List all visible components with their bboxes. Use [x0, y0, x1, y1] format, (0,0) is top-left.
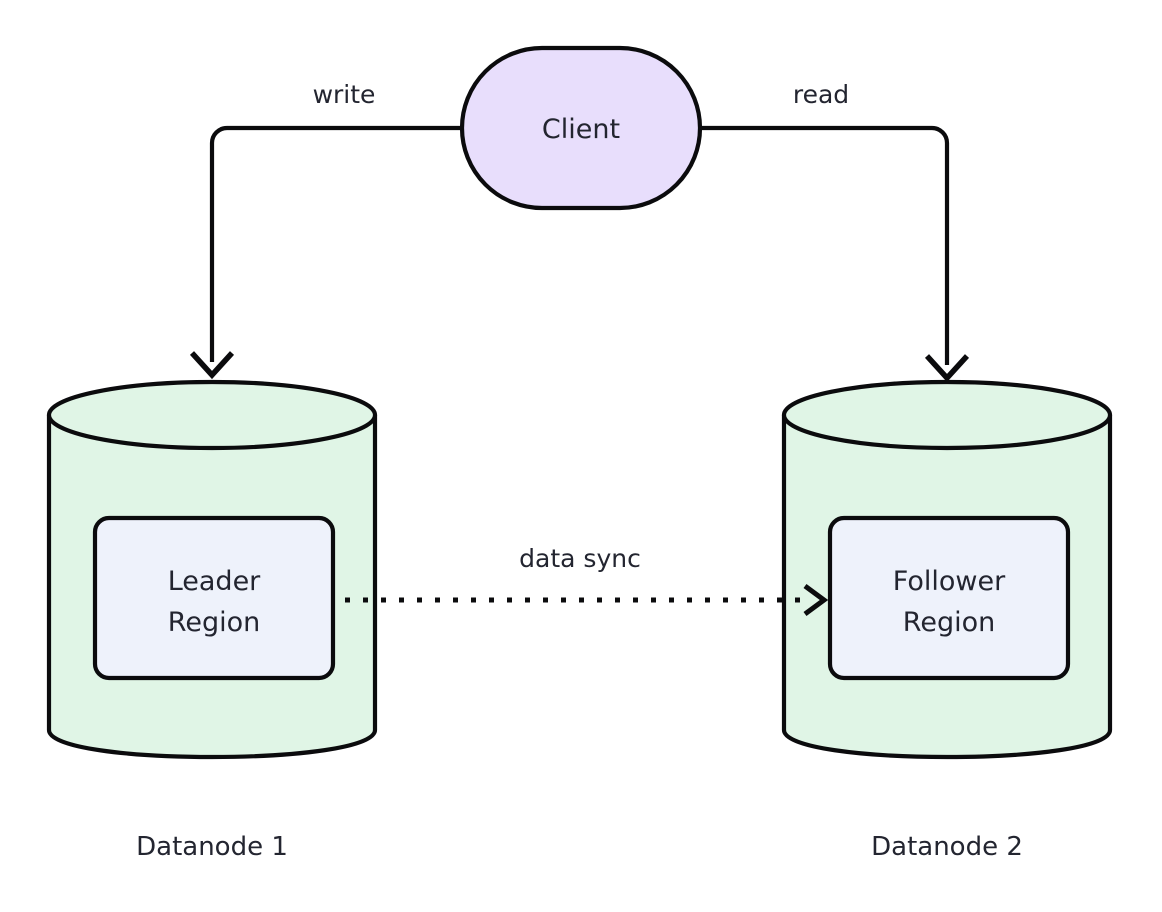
datanode-2-caption: Datanode 2 [871, 832, 1023, 862]
edge-data-sync-label: data sync [519, 544, 641, 573]
edge-write-path [209, 125, 462, 362]
node-datanode-1[interactable]: Leader Region [46, 379, 378, 760]
follower-region-rect [827, 515, 1071, 681]
edge-read [700, 125, 970, 383]
edge-write [189, 125, 462, 380]
edge-write-label: write [313, 80, 376, 109]
edge-read-path [700, 125, 950, 365]
datanode1-cylinder-top [46, 379, 378, 451]
edge-read-label: read [793, 80, 849, 109]
node-datanode-2[interactable]: Follower Region [781, 379, 1113, 760]
follower-region-label-line1: Follower [893, 566, 1006, 597]
edge-write-arrowhead [189, 351, 235, 380]
client-label: Client [542, 114, 620, 145]
node-client[interactable]: Client [459, 45, 703, 211]
leader-region-label-line2: Region [168, 607, 260, 638]
client-shape [459, 45, 703, 211]
datanode-1-caption: Datanode 1 [136, 832, 288, 862]
leader-region-label-line1: Leader [168, 566, 261, 597]
leader-region-rect [92, 515, 336, 681]
datanode2-cylinder-top [781, 379, 1113, 451]
follower-region-box[interactable]: Follower Region [827, 515, 1071, 681]
edge-data-sync: data sync [345, 544, 829, 617]
edge-read-arrowhead [924, 354, 970, 383]
leader-region-box[interactable]: Leader Region [92, 515, 336, 681]
follower-region-label-line2: Region [903, 607, 995, 638]
edge-data-sync-arrowhead [803, 583, 829, 617]
